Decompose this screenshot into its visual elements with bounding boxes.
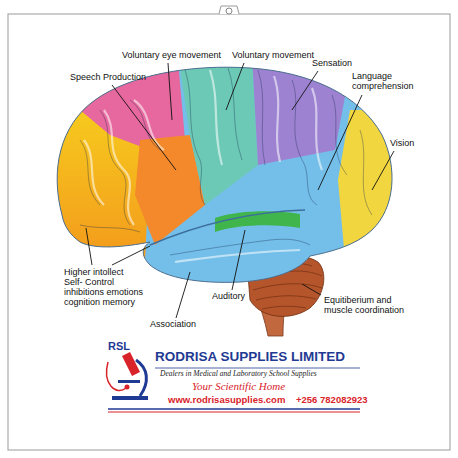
sulcus-line	[292, 80, 317, 205]
sulcus-line	[332, 95, 347, 175]
leader-line	[318, 95, 362, 190]
sulcus-line	[258, 70, 265, 165]
function-label: Association	[150, 320, 196, 330]
leader-line	[292, 71, 318, 110]
sulcus-line	[80, 140, 100, 205]
cerebellum-fold	[253, 284, 322, 290]
microscope-arm	[136, 360, 146, 396]
sulcus-line	[100, 110, 130, 225]
leader-line	[112, 246, 150, 265]
function-label: Language comprehension	[352, 72, 424, 92]
microscope-base	[112, 396, 148, 400]
motor-cortex	[178, 55, 258, 205]
leader-line	[372, 151, 394, 190]
leader-line	[232, 230, 245, 290]
company-name: RODRISA SUPPLIES LIMITED	[155, 350, 345, 365]
rule-line	[108, 412, 360, 413]
motto: Your Scientific Home	[192, 380, 285, 392]
hanger-hole	[226, 8, 232, 14]
stethoscope-head	[125, 385, 130, 390]
phone-number: +256 782082923	[296, 395, 368, 405]
leader-line	[176, 272, 190, 318]
function-label: Equitiberium and muscle coordination	[324, 296, 419, 316]
function-label: Voluntary movement	[232, 51, 314, 61]
function-label: Voluntary eye movement	[122, 51, 221, 61]
gyrus-line	[274, 76, 280, 162]
microscope-stage	[118, 380, 140, 383]
gyrus-line	[312, 88, 322, 170]
microscope-tube	[122, 352, 140, 376]
sulci	[80, 68, 372, 255]
leader-line	[226, 63, 244, 110]
gyrus-line	[134, 100, 164, 150]
logo-microscope	[107, 352, 148, 400]
gyrus-line	[175, 250, 300, 262]
leader-line	[168, 63, 172, 120]
gyrus-line	[104, 110, 134, 225]
leader-line	[86, 228, 92, 265]
rule-line	[108, 408, 360, 410]
lateral-fissure	[150, 210, 305, 245]
card-panel	[8, 14, 450, 450]
leader-lines	[86, 63, 394, 318]
leader-line	[302, 284, 321, 295]
website: www.rodrisasupplies.com	[168, 395, 285, 405]
gyri-highlights	[84, 70, 322, 262]
cerebrum-outline	[57, 67, 392, 282]
hanger-tab	[219, 6, 239, 14]
gyrus-line	[84, 140, 104, 205]
function-label: Sensation	[312, 59, 352, 69]
function-label: Speech Production	[70, 73, 146, 83]
occipital-lobe	[338, 110, 410, 260]
gyrus-line	[210, 70, 222, 165]
tagline: Dealers in Medical and Laboratory School…	[160, 370, 317, 378]
sulcus-line	[228, 68, 242, 160]
sulcus-line	[185, 70, 205, 205]
leader-line	[112, 85, 176, 170]
sulcus-line	[360, 130, 372, 215]
sulcus-line	[80, 225, 140, 232]
function-label: Higher intollect Self- Control inhibitio…	[64, 268, 144, 308]
logo-text: RSL	[108, 340, 130, 352]
function-label: Auditory	[212, 292, 245, 302]
cerebellum-fold	[262, 306, 306, 309]
function-label: Vision	[390, 139, 414, 149]
cerebellum-fold	[256, 296, 316, 300]
rule-line	[155, 368, 360, 369]
stethoscope-tube	[107, 362, 126, 390]
